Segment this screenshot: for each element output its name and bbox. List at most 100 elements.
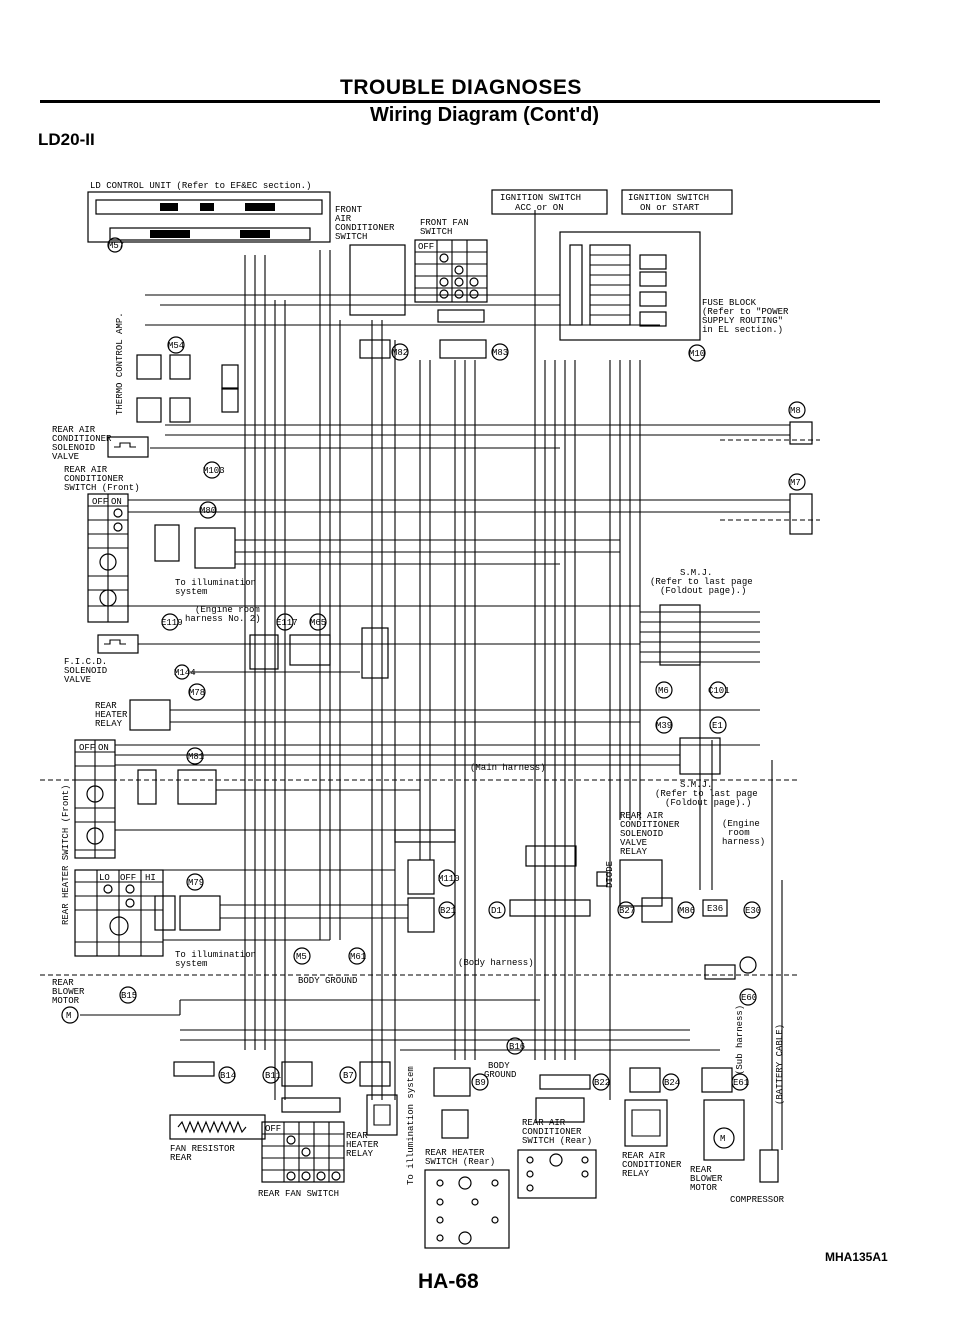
rear-blower-label-3: MOTOR [52, 996, 80, 1006]
smj-label-mid-3: (Foldout page).) [665, 798, 751, 808]
model-code: LD20-II [38, 130, 95, 149]
conn-m144: M144 [174, 668, 196, 678]
illum-label-2b: system [175, 959, 207, 969]
rear-sol-label-3: SOLENOID [52, 443, 95, 453]
rear-heater-switch-front-grid [75, 740, 115, 858]
engine-room-label-2: harness No. 2) [185, 614, 261, 624]
sub-harness-label: (Sub harness) [735, 1005, 745, 1075]
engine-harness-label-1: (Engine [722, 819, 760, 829]
rear-heater-sw-off: OFF [79, 743, 95, 753]
rear-ac-sw-rear-label-2: CONDITIONER [522, 1127, 582, 1137]
smj-label-top-2: (Refer to last page [650, 577, 753, 587]
conn-m6: M6 [658, 686, 669, 696]
rear-heater-relay-b [366, 1094, 398, 1136]
rear-sol-valve [107, 436, 149, 458]
front-fan-label-2: SWITCH [420, 227, 452, 237]
smj-label-top-3: (Foldout page).) [660, 586, 746, 596]
rear-ac-switch-rear [517, 1149, 597, 1199]
rear-ac-relay-label-3: RELAY [622, 1169, 650, 1179]
rear-sol-label-2: CONDITIONER [52, 434, 112, 444]
fcd-label-2: SOLENOID [64, 666, 107, 676]
front-fan-label-1: FRONT FAN [420, 218, 469, 228]
rear-heater-switch-rear-contacts [436, 1176, 499, 1245]
compressor-label: COMPRESSOR [730, 1195, 785, 1205]
rear-ac-sw-rear-label-1: REAR AIR [522, 1118, 566, 1128]
conn-b27: B27 [619, 906, 635, 916]
rear-heater-relay-label-2: HEATER [95, 710, 128, 720]
conn-c101: C101 [708, 686, 730, 696]
rear-sol-label-4: VALVE [52, 452, 79, 462]
conn-m65: M65 [310, 618, 326, 628]
conn-m110: M110 [438, 874, 460, 884]
conn-b22: B22 [594, 1078, 610, 1088]
fuse-block-label-3: SUPPLY ROUTING" [702, 316, 783, 326]
rear-blower-b-label-2: BLOWER [690, 1174, 723, 1184]
fcd-label-1: F.I.C.D. [64, 657, 107, 667]
smj-block-top [659, 604, 701, 666]
rear-blower-motor [61, 1006, 79, 1024]
engine-harness-label-3: harness) [722, 837, 765, 847]
thermo-label: THERMO CONTROL AMP. [115, 312, 125, 415]
conn-m79: M79 [188, 878, 204, 888]
rear-heater-switch-rear [424, 1169, 510, 1249]
diode-block [596, 871, 608, 887]
rear-ac-sw-rear-label-3: SWITCH (Rear) [522, 1136, 592, 1146]
fan-resistor-label-2: REAR [170, 1153, 192, 1163]
rear-ac-sol-relay [619, 859, 663, 907]
fan-resistor-label-1: FAN RESISTOR [170, 1144, 235, 1154]
body-ground-label: BODY GROUND [298, 976, 357, 986]
conn-b21: B21 [440, 906, 456, 916]
conn-d1: D1 [491, 906, 502, 916]
page-number: HA-68 [418, 1270, 479, 1293]
fuse-block-label-1: FUSE BLOCK [702, 298, 757, 308]
conn-m8: M8 [790, 406, 801, 416]
thermo-amp-block-2 [136, 397, 162, 423]
conn-e61: E61 [733, 1078, 749, 1088]
conn-m7: M7 [790, 478, 801, 488]
rear-blower-b-label-1: REAR [690, 1165, 712, 1175]
conn-m61: M61 [350, 952, 366, 962]
engine-room-connector [249, 634, 279, 670]
fuse-block-label-4: in EL section.) [702, 325, 783, 335]
thermo-amp-block-1 [136, 354, 162, 380]
ign-start-1: IGNITION SWITCH [628, 193, 709, 203]
conn-b11: B11 [265, 1071, 281, 1081]
svg-text:M: M [66, 1011, 71, 1021]
rear-ac-sw-label-1: REAR AIR [64, 465, 108, 475]
conn-e30: E30 [745, 906, 761, 916]
front-fan-off: OFF [418, 242, 434, 252]
front-fan-switch [414, 239, 488, 303]
conn-m78: M78 [189, 688, 205, 698]
rear-heater-relay-b-label-3: RELAY [346, 1149, 374, 1159]
connector-m110 [407, 859, 435, 895]
rear-fan-sw-label: REAR FAN SWITCH [258, 1189, 339, 1199]
smj-label-mid-1: S.M.J. [680, 780, 712, 790]
smj-label-top-1: S.M.J. [680, 568, 712, 578]
conn-m86: M86 [679, 906, 695, 916]
rear-heater-hi: HI [145, 873, 156, 883]
conn-m103: M103 [203, 466, 225, 476]
rear-fan-switch-grid [262, 1122, 344, 1182]
front-ac-label-3: CONDITIONER [335, 223, 395, 233]
rear-heater-relay-b-label-2: HEATER [346, 1140, 379, 1150]
illum-system-vert: To illumination system [406, 1066, 416, 1185]
rear-fan-sw-off: OFF [265, 1124, 281, 1134]
rear-sol-label-1: REAR AIR [52, 425, 96, 435]
conn-m83: M83 [492, 348, 508, 358]
rear-heater-relay [129, 699, 171, 731]
conn-m81: M81 [188, 752, 204, 762]
engine-room-label-1: (Engine room [195, 605, 260, 615]
conn-e119: E119 [161, 618, 183, 628]
ign-switch-acc-box [491, 189, 608, 215]
rear-heater-sw-rear-label-1: REAR HEATER [425, 1148, 485, 1158]
ign-start-2: ON or START [640, 203, 700, 213]
rear-blower-label-1: REAR [52, 978, 74, 988]
illum-label-2a: To illumination [175, 950, 256, 960]
rear-ac-relay-label-1: REAR AIR [622, 1151, 666, 1161]
compressor [759, 1149, 779, 1183]
rear-ac-sol-relay-label-5: RELAY [620, 847, 648, 857]
body-ground-3: GROUND [484, 1070, 516, 1080]
rear-ac-switch-grid [88, 494, 128, 622]
ld-control-unit [87, 191, 331, 243]
